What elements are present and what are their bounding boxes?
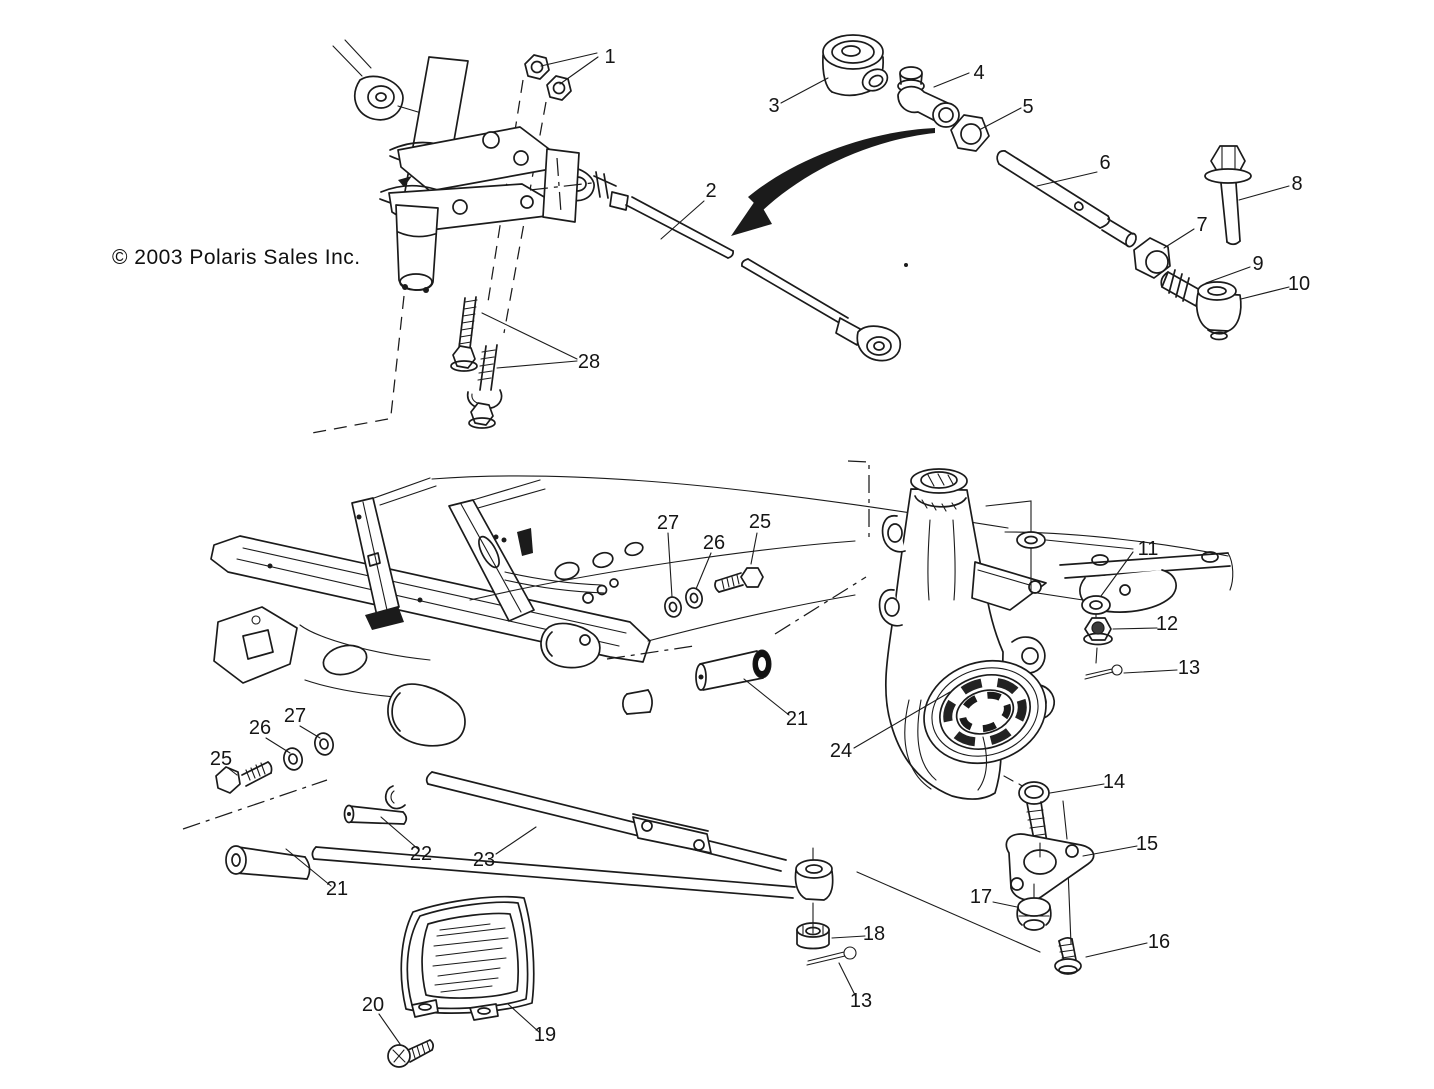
strut-assembly xyxy=(332,39,629,293)
pivot-hardware-center xyxy=(664,532,764,618)
mounting-bolts-28 xyxy=(450,296,578,429)
callout-19: 19 xyxy=(534,1024,556,1046)
tie-rod-end-upper-left xyxy=(353,75,404,121)
callouts: 1 2 3 4 5 6 7 8 9 10 11 12 13 14 15 16 1… xyxy=(210,46,1310,1046)
bushing-17 xyxy=(1017,897,1051,917)
ball-joint-hardware xyxy=(856,775,1148,975)
tie-rod-6 xyxy=(996,150,1137,248)
callout-8: 8 xyxy=(1291,173,1302,195)
pivot-hardware-left xyxy=(215,725,334,794)
callout-12: 12 xyxy=(1156,613,1178,635)
callout-9: 9 xyxy=(1252,253,1263,275)
jam-nut-5 xyxy=(950,107,1022,152)
frame-weldment xyxy=(210,475,1234,747)
callout-13-upper: 13 xyxy=(1178,657,1200,679)
callout-28: 28 xyxy=(578,351,600,373)
ball-stud-4 xyxy=(897,66,970,128)
flange-bolt-8 xyxy=(1204,145,1290,246)
callout-6: 6 xyxy=(1099,152,1110,174)
callout-1: 1 xyxy=(604,46,615,68)
callout-27-center: 27 xyxy=(657,512,679,534)
callout-3: 3 xyxy=(768,95,779,117)
frame-tab xyxy=(542,148,580,223)
callout-22: 22 xyxy=(410,843,432,865)
knuckle-strut-housing xyxy=(853,468,1178,800)
callout-4: 4 xyxy=(973,62,984,84)
callout-16: 16 xyxy=(1148,931,1170,953)
tie-rod-end-outer xyxy=(856,325,902,362)
bolt-14-head xyxy=(1018,781,1050,805)
callout-17: 17 xyxy=(970,886,992,908)
callout-26-left: 26 xyxy=(249,717,271,739)
callout-11: 11 xyxy=(1138,538,1159,560)
callout-13-lower: 13 xyxy=(850,990,872,1012)
callout-15: 15 xyxy=(1136,833,1158,855)
callout-18: 18 xyxy=(863,923,885,945)
callout-25-left: 25 xyxy=(210,748,232,770)
flange-nuts-1 xyxy=(524,52,599,101)
callout-14: 14 xyxy=(1103,771,1125,793)
direction-arrow-icon xyxy=(731,128,935,236)
a-arm-guard xyxy=(378,895,540,1068)
a-arm-assembly xyxy=(225,649,866,998)
jam-nut-7 xyxy=(1133,228,1195,279)
callout-21-left: 21 xyxy=(326,878,348,900)
callout-5: 5 xyxy=(1022,96,1033,118)
callout-7: 7 xyxy=(1196,214,1207,236)
ball-joint-3 xyxy=(780,34,889,104)
callout-25-center: 25 xyxy=(749,511,771,533)
callout-26-center: 26 xyxy=(703,532,725,554)
copyright-text: © 2003 Polaris Sales Inc. xyxy=(112,246,361,269)
callout-21-right: 21 xyxy=(786,708,808,730)
callout-10: 10 xyxy=(1288,273,1310,295)
callout-24: 24 xyxy=(830,740,852,762)
ball-bushing-10 xyxy=(1195,281,1290,341)
callout-20: 20 xyxy=(362,994,384,1016)
callout-23: 23 xyxy=(473,849,495,871)
tie-rod-assembly xyxy=(625,196,908,362)
callout-27-left: 27 xyxy=(284,705,306,727)
callout-2: 2 xyxy=(705,180,716,202)
